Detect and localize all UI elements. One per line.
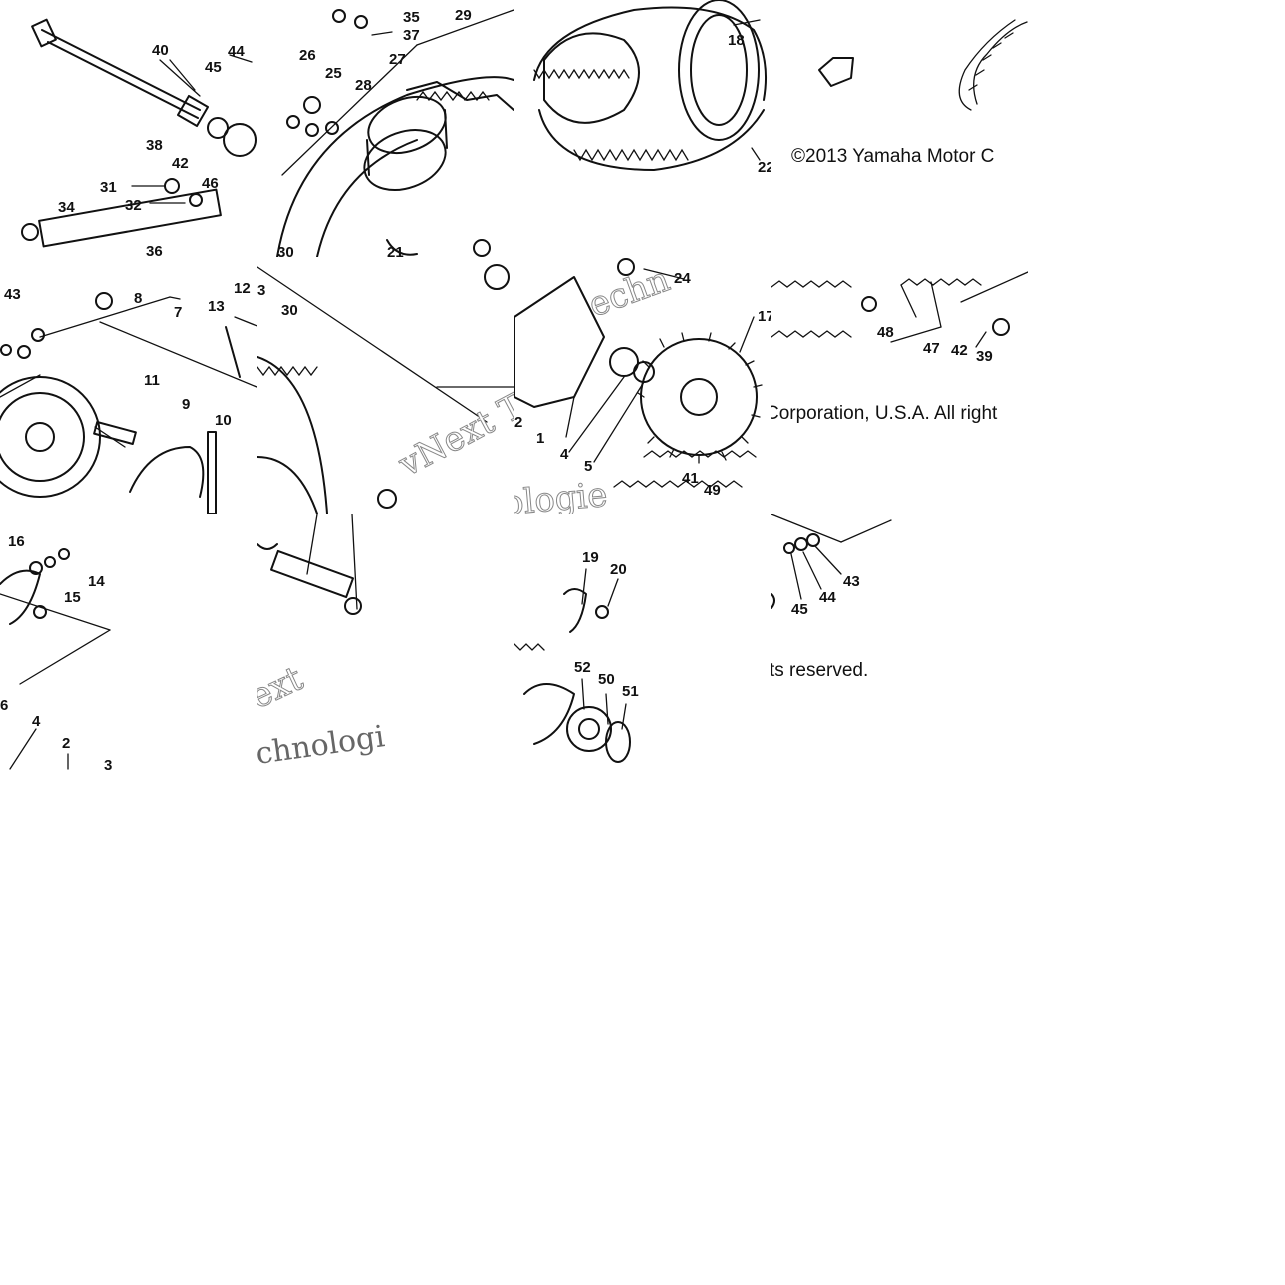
swingarm-drawing: 40 44 45 38 42 46 31 32 34 36 [21,18,257,257]
callout-label: 28 [355,77,372,94]
callout-label: 48 [877,324,894,341]
callout-label: 12 [234,280,251,297]
callout-label: 51 [622,683,639,700]
diagram-tile-wheel-rim: 3 30 vNext Te [257,257,514,514]
axle-drawing: ext chnologi [257,514,387,771]
brake-arm-drawing: 16 15 14 6 4 2 3 [0,533,112,771]
callout-label: 21 [387,244,404,257]
callout-label: 6 [0,697,8,714]
watermark-text: ologie [514,475,609,514]
callout-label: 39 [976,348,993,365]
callout-label: 25 [325,65,342,82]
callout-label: 2 [514,414,522,431]
callout-label: 30 [281,302,298,319]
callout-label: 4 [560,446,569,463]
diagram-tile-brake-plate: 43 8 7 13 12 11 9 10 [0,257,257,514]
diagram-tile-chain: 48 47 42 39 Corporation, U.S.A. All righ… [771,257,1028,514]
callout-label: 50 [598,671,615,688]
callout-label: 47 [923,340,940,357]
callout-label: 30 [277,244,294,257]
watermark-text: echn [583,259,675,325]
callout-label: 3 [104,757,112,771]
callout-label: 24 [674,270,691,287]
sprocket-drum-drawing: 18 22 [533,0,771,176]
callout-label: 2 [62,735,70,752]
watermark-text: ext [257,658,309,717]
callout-label: 36 [146,243,163,257]
callout-label: 45 [791,601,808,618]
diagram-tile-swingarm: 40 44 45 38 42 46 31 32 34 36 [0,0,257,257]
callout-label: 41 [682,470,699,487]
callout-label: 3 [257,282,265,299]
diagram-tile-brake-arm: 16 15 14 6 4 2 3 [0,514,257,771]
sprocket-plate-drawing: 19 20 52 50 51 [514,549,639,763]
diagram-tile-sprocket-plate: 19 20 52 50 51 [514,514,771,771]
callout-label: 29 [455,7,472,24]
wheel-hub-drawing: 26 25 27 28 21 30 [276,9,514,257]
watermark-text: vNext Te [392,378,514,486]
callout-label: 11 [144,372,160,389]
callout-label: 38 [146,137,163,154]
wheel-rim-drawing: 3 30 vNext Te [257,264,514,514]
chain-drawing: 48 47 42 39 Corporation, U.S.A. All righ… [771,271,1028,424]
diagram-tile-washers: 45 44 43 ts reserved. [771,514,1028,771]
callout-label: 31 [100,179,117,196]
callout-label: 43 [843,573,860,590]
callout-label: 5 [584,458,592,475]
diagram-tile-sprocket-drum: 18 22 [514,0,771,257]
callout-label: 20 [610,561,627,578]
callout-label: 8 [134,290,142,307]
callout-label: 13 [208,298,225,315]
callout-label: 46 [202,175,219,192]
callout-label: 14 [88,573,105,590]
diagram-tile-copyright-top: ©2013 Yamaha Motor C [771,0,1028,257]
callout-label: 42 [172,155,189,172]
washers-drawing: 45 44 43 ts reserved. [771,514,892,681]
diagram-tile-axle: ext chnologi [257,514,514,771]
diagram-tile-hub-sprocket: 24 17 2 1 4 5 41 49 echn ologie [514,257,771,514]
callout-label: 18 [728,32,745,49]
callout-label: 10 [215,412,232,429]
watermark-text: chnologi [257,719,387,771]
callout-label: 52 [574,659,591,676]
callout-label: 43 [4,286,21,303]
hub-sprocket-drawing: 24 17 2 1 4 5 41 49 echn ologie [514,258,771,514]
callout-label: 35 [403,9,420,26]
chain-arrow-drawing: ©2013 Yamaha Motor C [791,19,1028,167]
diagram-tile-top-strip: 29 35 37 [257,0,514,50]
callout-label: 1 [536,430,544,447]
callout-label: 22 [758,159,771,176]
callout-label: 45 [205,59,222,76]
callout-label: 40 [152,42,169,59]
brake-plate-drawing: 43 8 7 13 12 11 9 10 [0,280,257,514]
callout-label: 37 [403,27,420,44]
callout-label: 7 [174,304,182,321]
callout-label: 16 [8,533,25,550]
copyright-text: ©2013 Yamaha Motor C [791,146,994,167]
top-strip-drawing: 29 35 37 [332,7,472,44]
callout-label: 32 [125,197,142,214]
callout-label: 4 [32,713,41,730]
diagram-tile-wheel-hub: 26 25 27 28 21 30 [257,0,514,257]
callout-label: 17 [758,308,771,325]
callout-label: 34 [58,199,75,216]
callout-label: 44 [228,43,245,60]
callout-label: 19 [582,549,599,566]
callout-label: 27 [389,51,406,68]
copyright-text: Corporation, U.S.A. All right [771,403,998,424]
callout-label: 42 [951,342,968,359]
copyright-text: ts reserved. [771,660,868,681]
callout-label: 44 [819,589,836,606]
callout-label: 9 [182,396,190,413]
callout-label: 26 [299,47,316,64]
callout-label: 49 [704,482,721,499]
callout-label: 15 [64,589,81,606]
